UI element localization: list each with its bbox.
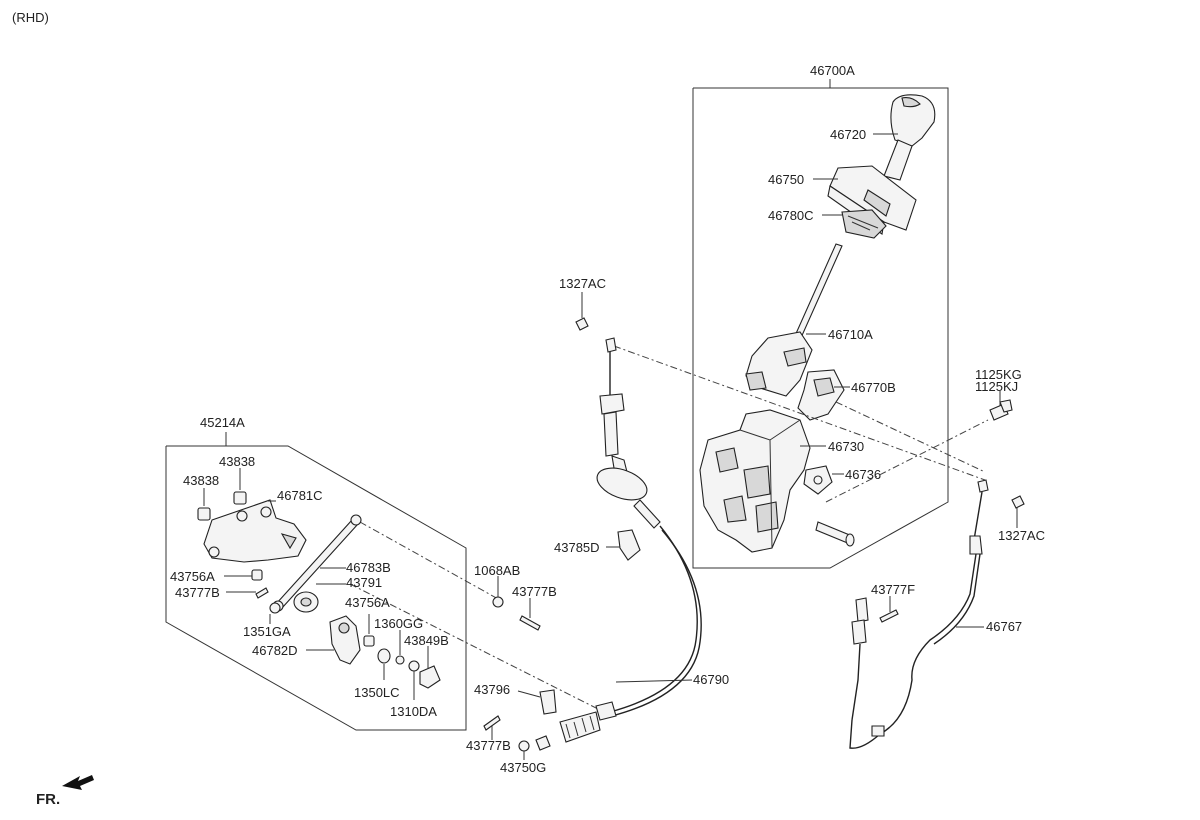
label-43777B-mid: 43777B [512,584,557,599]
label-46750: 46750 [768,172,804,187]
nut-43756A-left [251,569,263,581]
label-46767: 46767 [986,619,1022,634]
lever-bracket [797,369,845,421]
label-1350LC: 1350LC [354,685,400,700]
label-1351GA: 1351GA [243,624,291,639]
label-1068AB: 1068AB [474,563,520,578]
group-label-45214A: 45214A [200,415,245,430]
pin-43777F [879,609,899,623]
nut-right [1011,495,1025,509]
indicator-plate [841,209,887,239]
label-46730: 46730 [828,439,864,454]
connector-plate [803,465,833,495]
orientation-label: FR. [36,791,60,808]
shift-cable [849,479,989,749]
bushing-43791 [293,591,319,613]
label-46720: 46720 [830,127,866,142]
label-46783B: 46783B [346,560,391,575]
label-46782D: 46782D [252,643,298,658]
nut-43756A-right [363,635,375,647]
label-43756A-left: 43756A [170,569,215,584]
front-arrow-icon [62,775,94,790]
label-1125KJ: 1125KJ [975,379,1018,394]
label-43785D: 43785D [554,540,600,555]
label-43849B: 43849B [404,633,449,648]
bushing-b [233,491,247,505]
label-43838-b: 43838 [219,454,255,469]
pin-bottom [483,715,501,731]
label-46710A: 46710A [828,327,873,342]
clip-43796 [539,689,557,715]
label-43791: 43791 [346,575,382,590]
shift-knob [883,94,936,181]
washer-1350LC [377,648,391,664]
nut-left [575,317,589,331]
shift-lever [745,243,843,397]
label-1327AC-left: 1327AC [559,276,606,291]
nut-1310DA [408,660,420,672]
clip-43785D [617,529,641,561]
shift-base-housing [699,409,855,553]
label-43838-a: 43838 [183,473,219,488]
ring-1360GG [395,655,405,665]
label-46770B: 46770B [851,380,896,395]
label-1310DA: 1310DA [390,704,437,719]
label-1327AC-right: 1327AC [998,528,1045,543]
upper-shift-assembly-group: 46700A [692,63,949,569]
pin-mid [519,615,541,631]
washer-1351GA [269,602,281,614]
label-43777B-left: 43777B [175,585,220,600]
label-46790: 46790 [693,672,729,687]
label-46780C: 46780C [768,208,814,223]
bolt-1125 [989,399,1013,421]
cap-43849B [419,665,441,689]
group-label-46700A: 46700A [810,63,855,78]
bracket-plate [203,499,307,563]
bushing-a [197,507,211,521]
washer-1068AB [492,596,504,608]
label-43756A-right: 43756A [345,595,390,610]
label-46736: 46736 [845,467,881,482]
label-43777F: 43777F [871,582,915,597]
lever-46782D [329,615,361,665]
washer-43750G [518,740,530,752]
select-cable [535,337,702,751]
label-43796: 43796 [474,682,510,697]
label-43777B-bottom: 43777B [466,738,511,753]
bracket-kit-group: 45214A [165,415,467,731]
label-1360GG: 1360GG [374,616,423,631]
variant-label: (RHD) [12,10,49,25]
label-1125KG: 1125KG [975,367,1022,382]
label-43750G: 43750G [500,760,546,775]
pin-left [255,587,269,599]
label-46781C: 46781C [277,488,323,503]
